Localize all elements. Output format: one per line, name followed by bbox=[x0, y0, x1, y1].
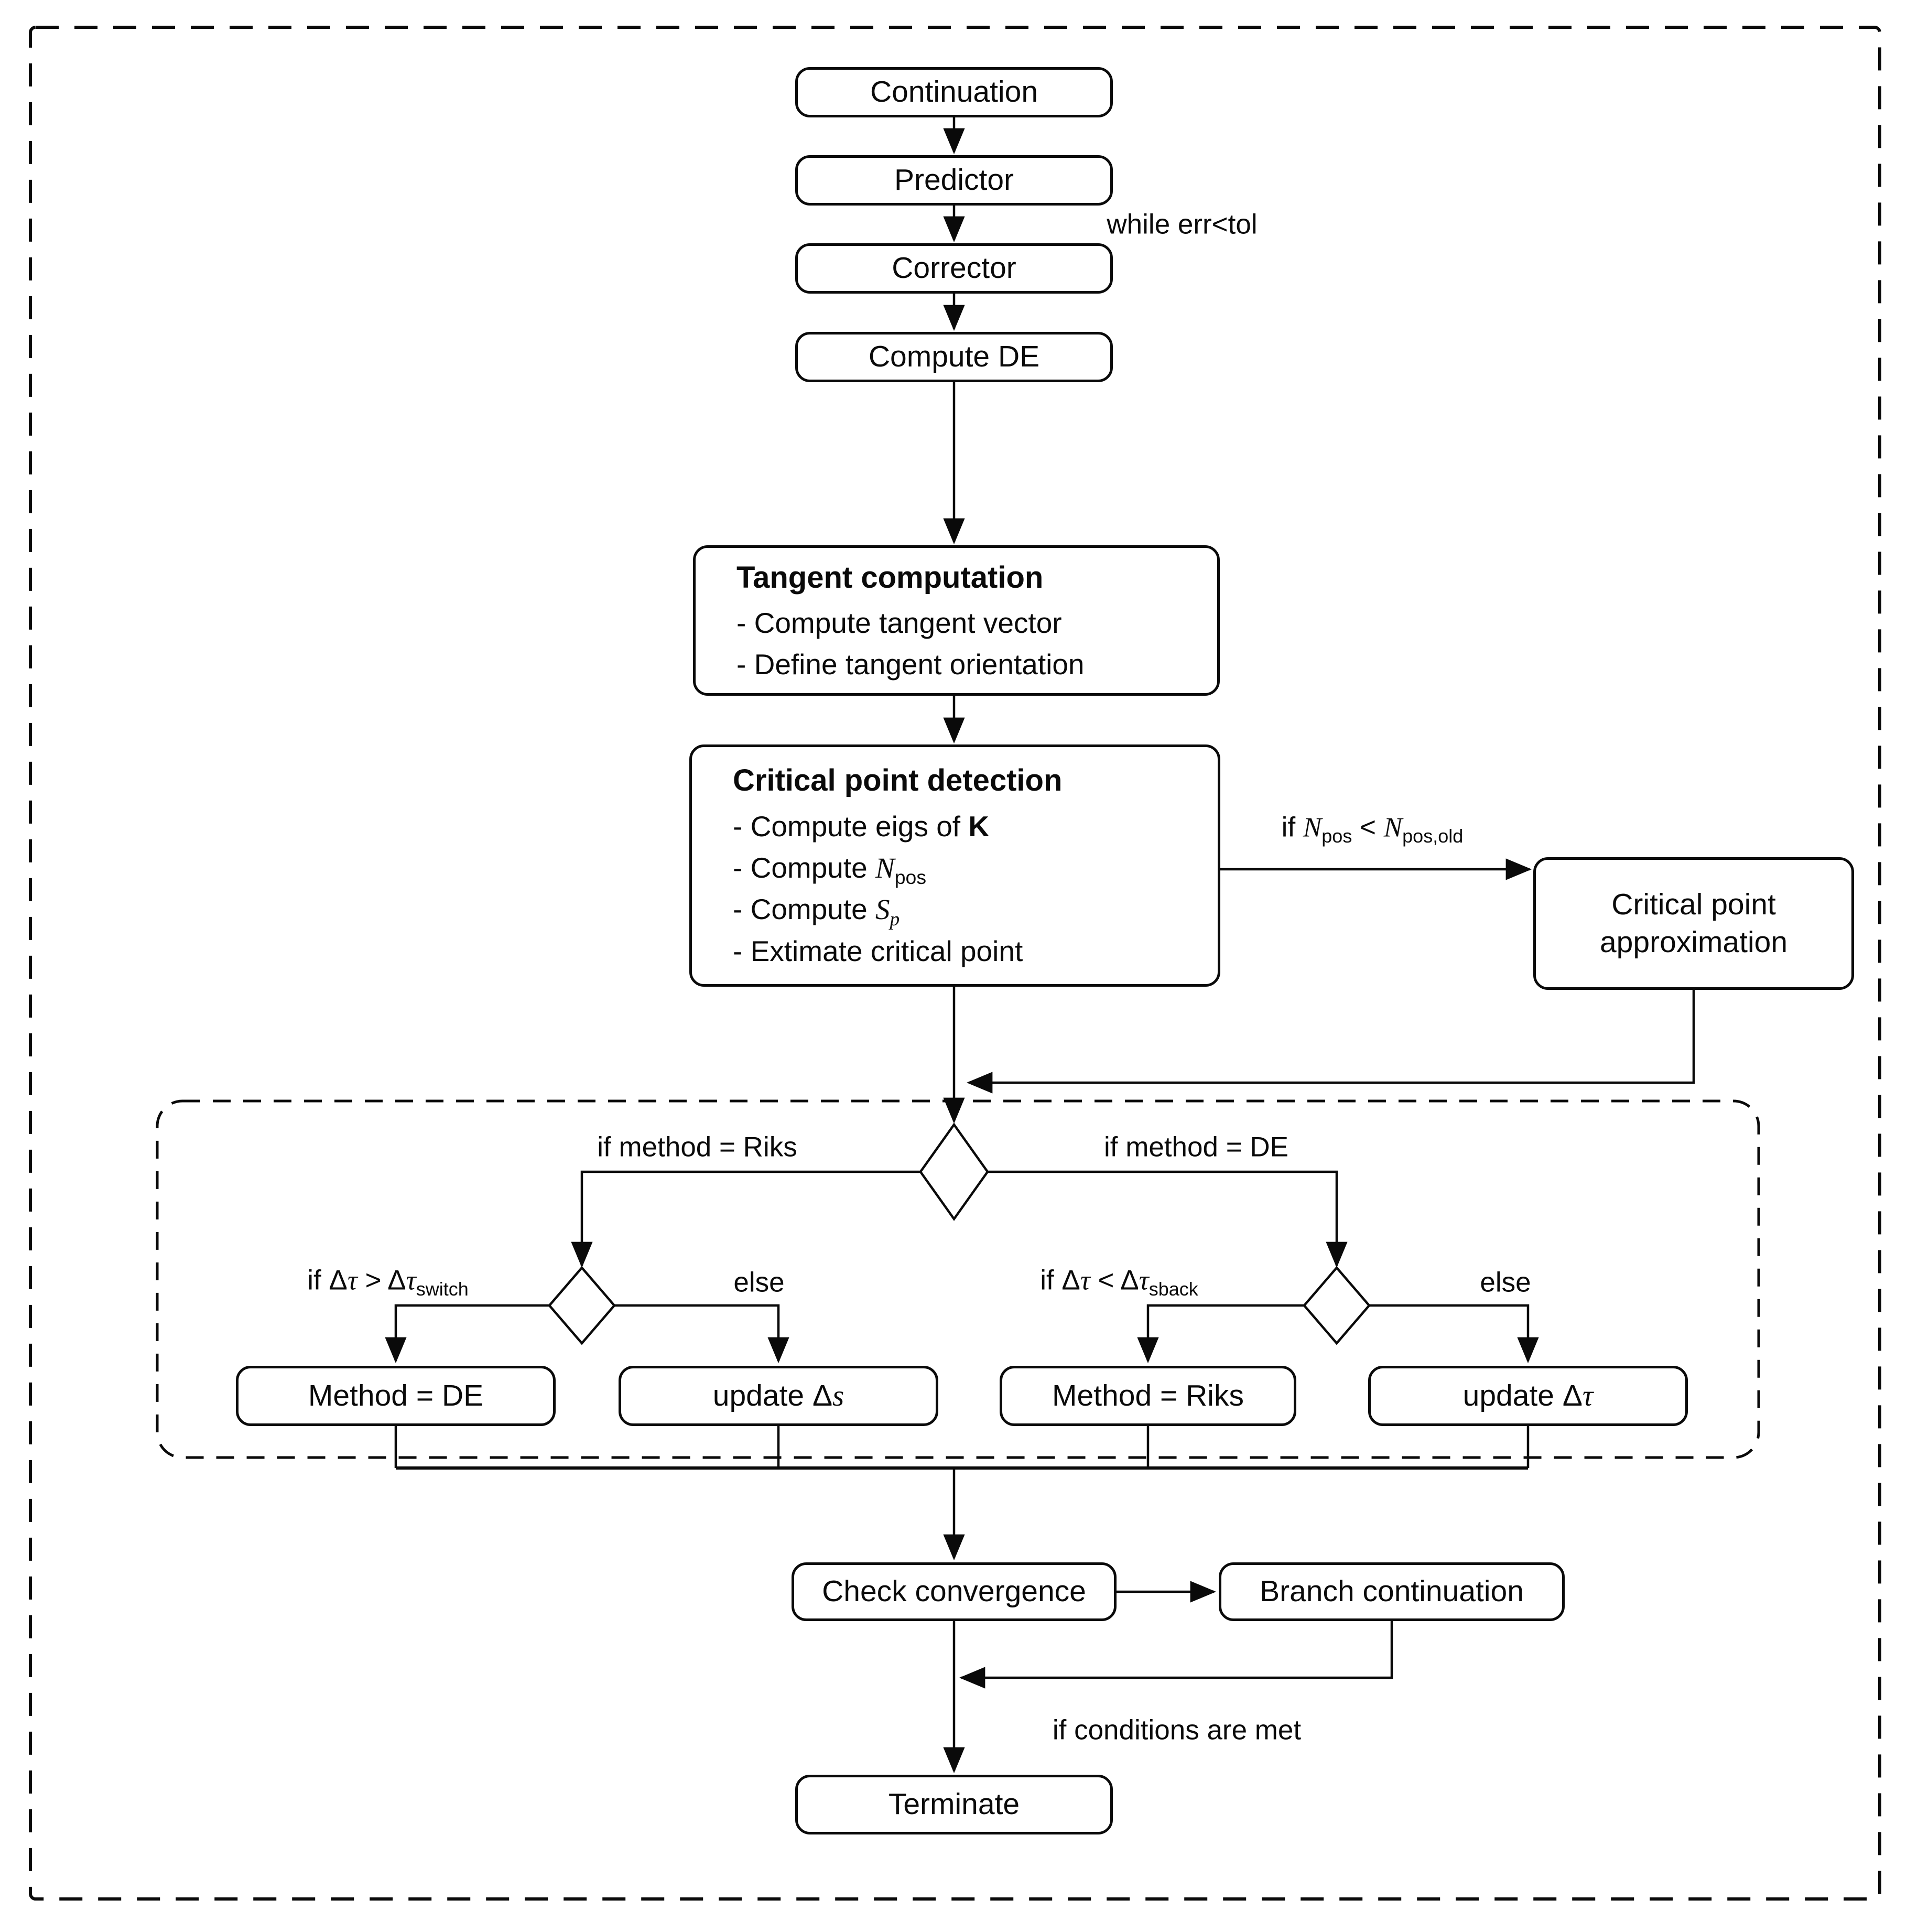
decision-diamonds bbox=[548, 1122, 1371, 1345]
edge-label-while-err-tol: while err<tol bbox=[1107, 209, 1258, 240]
arrow-dtau-switch-branch bbox=[385, 1304, 549, 1364]
approximation-label: Critical point approximation bbox=[1599, 888, 1788, 959]
node-branch-continuation: Branch continuation bbox=[1219, 1562, 1565, 1621]
node-method-de: Method = DE bbox=[236, 1366, 556, 1426]
edge-label-if-dtau-switch: if Δτ > Δτswitch bbox=[307, 1265, 469, 1300]
diamond-dtau-sback bbox=[1303, 1266, 1371, 1345]
arrow-branch-return bbox=[959, 1621, 1393, 1689]
node-critical-point-detection: Critical point detection - Compute eigs … bbox=[689, 744, 1220, 987]
critical-line-2: - Compute Npos bbox=[733, 851, 927, 888]
edge-label-if-method-de: if method = DE bbox=[1103, 1131, 1289, 1163]
critical-line-4: - Extimate critical point bbox=[733, 935, 1023, 967]
edge-label-if-dtau-sback: if Δτ < Δτsback bbox=[1040, 1265, 1198, 1300]
node-predictor: Predictor bbox=[795, 155, 1113, 206]
diamond-dtau-switch bbox=[548, 1266, 616, 1345]
arrow-approximation-return bbox=[966, 990, 1695, 1094]
critical-line-1: - Compute eigs of K bbox=[733, 810, 990, 843]
arrow-method-de-branch bbox=[988, 1170, 1348, 1268]
flow-arrows bbox=[385, 117, 1695, 1774]
outer-dashed-border bbox=[29, 26, 1881, 1901]
edge-label-if-conditions-met: if conditions are met bbox=[1052, 1714, 1302, 1746]
critical-line-3: - Compute Sp bbox=[733, 893, 900, 931]
node-check-convergence: Check convergence bbox=[792, 1562, 1117, 1621]
node-tangent-computation: Tangent computation - Compute tangent ve… bbox=[693, 545, 1220, 696]
tangent-title: Tangent computation bbox=[736, 560, 1044, 595]
arrow-else-left-branch bbox=[614, 1304, 789, 1364]
edge-label-if-npos: if Npos < Npos,old bbox=[1281, 812, 1464, 847]
node-terminate: Terminate bbox=[795, 1775, 1113, 1834]
node-continuation: Continuation bbox=[795, 67, 1113, 117]
edge-label-if-method-riks: if method = Riks bbox=[597, 1131, 797, 1163]
arrow-dtau-sback-branch bbox=[1137, 1304, 1304, 1364]
critical-title: Critical point detection bbox=[733, 763, 1063, 798]
edge-label-else-left: else bbox=[733, 1267, 785, 1298]
node-corrector: Corrector bbox=[795, 243, 1113, 294]
edge-label-else-right: else bbox=[1480, 1267, 1531, 1298]
node-method-riks: Method = Riks bbox=[1000, 1366, 1296, 1426]
tangent-line-2: - Define tangent orientation bbox=[736, 647, 1085, 681]
diamond-method bbox=[919, 1122, 989, 1221]
node-compute-de: Compute DE bbox=[795, 332, 1113, 382]
node-critical-point-approximation: Critical point approximation bbox=[1533, 857, 1854, 990]
arrow-else-right-branch bbox=[1369, 1304, 1539, 1364]
arrow-method-riks-branch bbox=[571, 1170, 920, 1268]
tangent-line-1: - Compute tangent vector bbox=[736, 607, 1062, 639]
